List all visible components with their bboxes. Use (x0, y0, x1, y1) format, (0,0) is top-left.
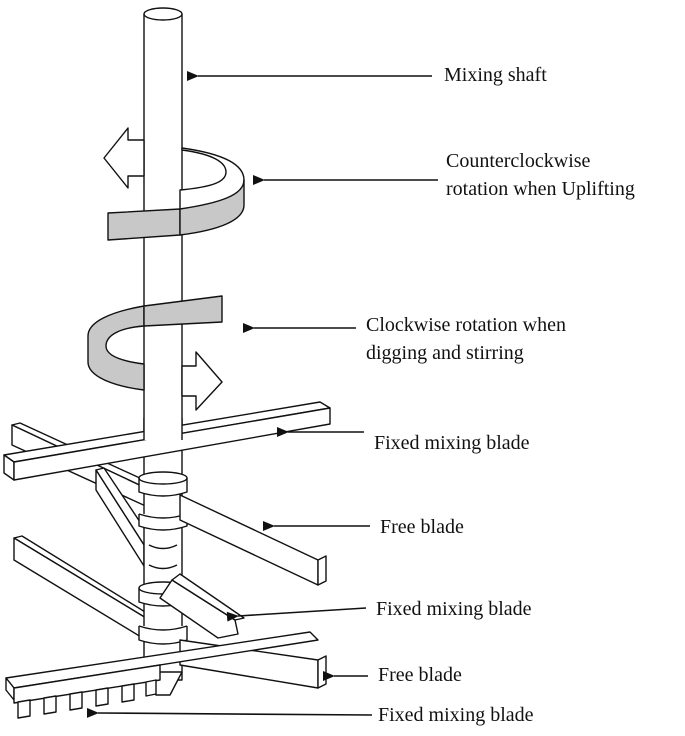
shaft-collar-1 (138, 471, 188, 497)
cw-arrow-icon (181, 351, 223, 411)
cw-rotation-band (87, 295, 223, 391)
label-cw-line1: Clockwise rotation when (366, 314, 566, 336)
back-blade-lower (13, 535, 151, 641)
shaft-collar-4 (138, 625, 188, 645)
label-fixed-blade-2: Fixed mixing blade (376, 598, 532, 620)
label-free-blade-1: Free blade (380, 516, 464, 538)
ccw-rotation-band (107, 147, 245, 241)
leader-fixed-blade-2 (226, 607, 367, 622)
label-ccw-line2: rotation when Uplifting (446, 178, 635, 200)
label-free-blade-2: Free blade (378, 664, 462, 686)
label-ccw-line1: Counterclockwise (446, 150, 591, 172)
label-mixing-shaft: Mixing shaft (444, 64, 547, 86)
leader-fixed-blade-3 (86, 707, 373, 718)
label-fixed-blade-3: Fixed mixing blade (378, 704, 534, 726)
fixed-mixing-blade-bottom (5, 631, 319, 704)
free-blade-upper (179, 494, 327, 586)
ccw-arrow-icon (103, 127, 145, 189)
fixed-mixing-blade-middle (159, 573, 245, 639)
blade-teeth (17, 679, 157, 719)
label-cw-line2: digging and stirring (366, 342, 524, 364)
label-fixed-blade-1: Fixed mixing blade (374, 432, 530, 454)
